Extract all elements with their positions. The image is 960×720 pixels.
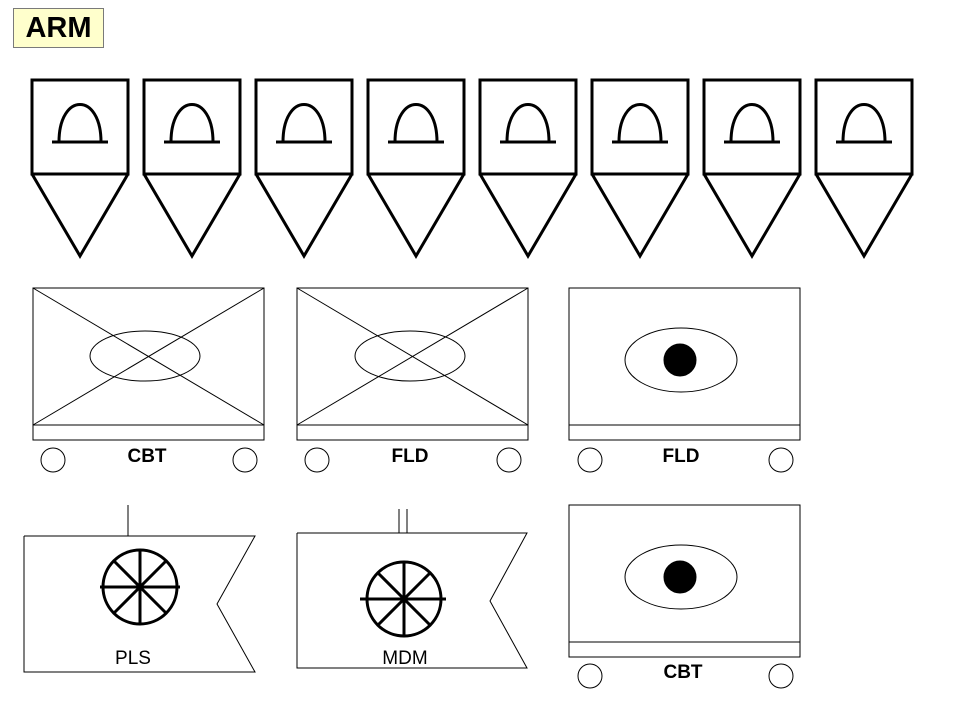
vehicle-base — [32, 424, 265, 441]
armor-ellipse — [89, 330, 201, 382]
pennant-point — [814, 173, 914, 259]
pennant-symbol — [30, 78, 130, 259]
pennant-symbol — [254, 78, 354, 259]
pennant-symbol — [366, 78, 466, 259]
wheel-icon — [768, 447, 794, 473]
pennant-point — [478, 173, 578, 259]
pennant-box — [590, 78, 690, 176]
filled-dot-icon — [663, 560, 697, 594]
unit-mdm: MDM — [296, 509, 528, 669]
unit-fld-wheeled: FLD — [296, 287, 529, 473]
pennant-point — [142, 173, 242, 259]
pennant-box — [702, 78, 802, 176]
unit-label: FLD — [663, 446, 700, 467]
pennant-point — [590, 173, 690, 259]
title-box: ARM — [13, 8, 104, 48]
helmet-icon — [617, 103, 663, 143]
wheel-icon — [304, 447, 330, 473]
pennant-box — [30, 78, 130, 176]
unit-fld-eye: FLD — [568, 287, 801, 473]
helmet-icon — [169, 103, 215, 143]
helmet-icon — [505, 103, 551, 143]
unit-label: CBT — [663, 662, 702, 683]
unit-label: PLS — [115, 648, 151, 669]
unit-cbt-eye: CBT — [568, 504, 801, 689]
cross-line — [32, 287, 265, 426]
page-title: ARM — [25, 11, 92, 44]
pennant-row — [30, 78, 914, 259]
unit-label: FLD — [392, 446, 429, 467]
pennant-box — [814, 78, 914, 176]
wheel-symbol-icon — [100, 548, 180, 626]
helmet-icon — [281, 103, 327, 143]
filled-dot-icon — [663, 343, 697, 377]
pennant-point — [254, 173, 354, 259]
pennant-box — [142, 78, 242, 176]
vehicle-base — [568, 641, 801, 658]
pennant-symbol — [814, 78, 914, 259]
flag-frame — [296, 532, 528, 669]
flag-frame — [23, 535, 256, 673]
pennant-box — [254, 78, 354, 176]
wheel-icon — [577, 447, 603, 473]
pennant-symbol — [142, 78, 242, 259]
wheel-icon — [768, 663, 794, 689]
pennant-symbol — [590, 78, 690, 259]
pennant-point — [366, 173, 466, 259]
helmet-icon — [393, 103, 439, 143]
cross-line — [296, 287, 529, 426]
wheel-icon — [40, 447, 66, 473]
wheel-icon — [232, 447, 258, 473]
pennant-point — [702, 173, 802, 259]
armor-ellipse — [624, 544, 738, 610]
armor-ellipse — [624, 327, 738, 393]
helmet-icon — [729, 103, 775, 143]
helmet-icon — [841, 103, 887, 143]
pennant-point — [30, 173, 130, 259]
pennant-symbol — [478, 78, 578, 259]
pennant-box — [366, 78, 466, 176]
pennant-symbol — [702, 78, 802, 259]
vehicle-base — [296, 424, 529, 441]
wheel-icon — [496, 447, 522, 473]
armor-ellipse — [354, 330, 466, 382]
pennant-box — [478, 78, 578, 176]
helmet-icon — [57, 103, 103, 143]
wheel-symbol-icon — [360, 560, 446, 638]
unit-cbt-wheeled: CBT — [32, 287, 265, 473]
vehicle-base — [568, 424, 801, 441]
wheel-icon — [577, 663, 603, 689]
unit-label: MDM — [382, 648, 427, 669]
unit-pls: PLS — [23, 505, 256, 673]
unit-label: CBT — [127, 446, 166, 467]
